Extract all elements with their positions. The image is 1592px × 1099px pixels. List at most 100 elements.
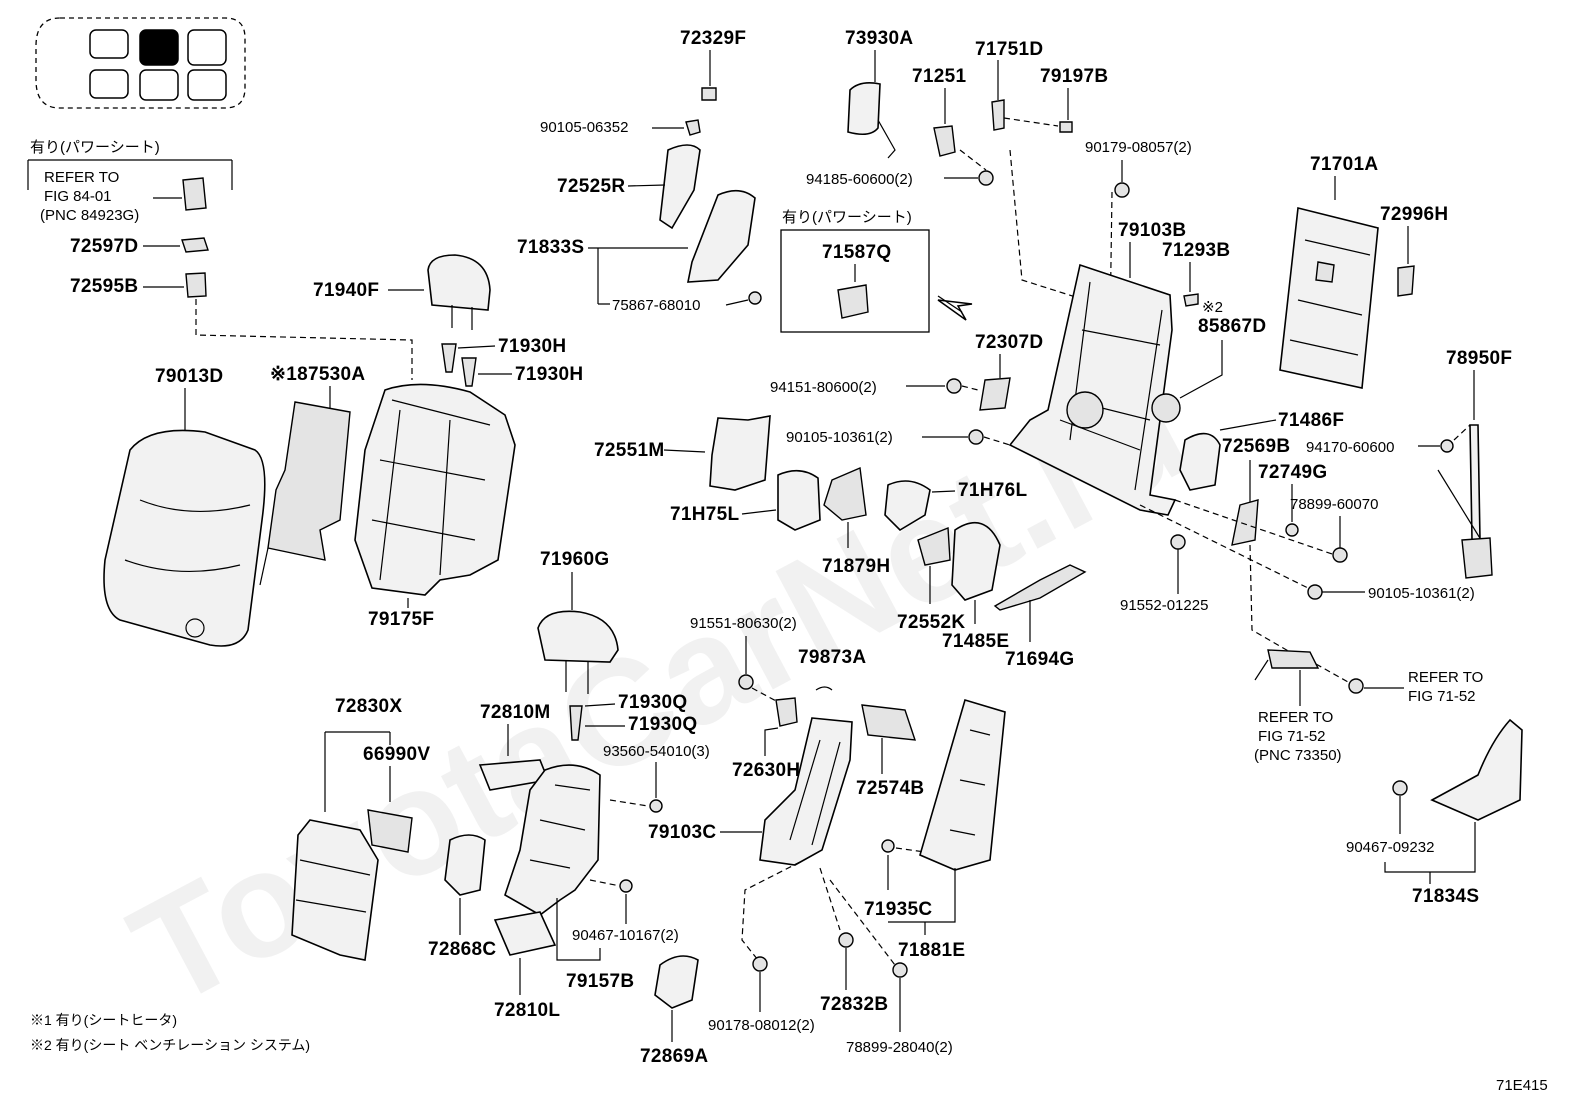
- label-71694G: 71694G: [1005, 649, 1074, 670]
- clip-71751D: [991, 99, 1005, 131]
- power-seat-box-center: 有り(パワーシート) 71587Q: [780, 209, 930, 333]
- label-72830X: 72830X: [335, 696, 402, 717]
- label-72810M: 72810M: [480, 702, 550, 723]
- guide-71930Q: [569, 705, 583, 741]
- cover-72830X: [291, 819, 379, 961]
- label-71834S: 71834S: [1412, 886, 1479, 907]
- label-75867-68010: 75867-68010: [612, 297, 700, 314]
- label-90467-09232: 90467-09232: [1346, 839, 1434, 856]
- seat-back-frame-79175F: [354, 383, 516, 596]
- refer-bottom-line-1: REFER TO: [1258, 709, 1333, 726]
- label-90105-10361-b: 90105-10361(2): [1368, 585, 1475, 602]
- bolt-90105-06352: [685, 119, 701, 136]
- headrest-71940F: [427, 254, 491, 330]
- label-79175F: 79175F: [368, 609, 434, 630]
- label-79197B: 79197B: [1040, 66, 1108, 87]
- label-72597D: 72597D: [70, 236, 138, 257]
- airbag-73930A: [847, 82, 896, 159]
- label-71930H-a: 71930H: [498, 336, 566, 357]
- label-71486F: 71486F: [1278, 410, 1344, 431]
- mark-2: ※2: [1202, 299, 1223, 316]
- label-78899-60070: 78899-60070: [1290, 496, 1378, 513]
- cover-72868C: [444, 834, 486, 896]
- label-72569B: 72569B: [1222, 436, 1290, 457]
- cover-71834S: [1430, 718, 1523, 821]
- label-71930Q-a: 71930Q: [618, 692, 687, 713]
- bracket-72630H: [775, 697, 798, 727]
- refer-right-line-1: REFER TO: [1408, 669, 1483, 686]
- label-94185-60600: 94185-60600(2): [806, 171, 913, 188]
- armrest-frame-79103C: [759, 717, 853, 866]
- label-79873A: 79873A: [798, 647, 866, 668]
- seat-cover-79013D: [103, 429, 266, 647]
- label-73930A: 73930A: [845, 28, 913, 49]
- label-72552K: 72552K: [897, 612, 965, 633]
- label-71701A: 71701A: [1310, 154, 1378, 175]
- back-board-71701A: [1279, 207, 1379, 389]
- refer-right-line-2: FIG 71-52: [1408, 688, 1476, 705]
- label-78899-28040: 78899-28040(2): [846, 1039, 953, 1056]
- cover-72551M: [709, 415, 771, 491]
- label-71587Q: 71587Q: [822, 242, 891, 263]
- label-72307D: 72307D: [975, 332, 1043, 353]
- label-71930H-b: 71930H: [515, 364, 583, 385]
- label-71H76L: 71H76L: [958, 480, 1027, 501]
- label-71H75L: 71H75L: [670, 504, 739, 525]
- label-93560-54010: 93560-54010(3): [603, 743, 710, 760]
- cover-72525R: [659, 144, 701, 230]
- pad-66990V: [367, 809, 413, 853]
- label-71940F: 71940F: [313, 280, 379, 301]
- label-90178-08012: 90178-08012(2): [708, 1017, 815, 1034]
- headrest-71960G: [537, 610, 619, 694]
- cover-71833S: [687, 189, 762, 305]
- label-87530A: ※187530A: [270, 364, 365, 385]
- label-91551-80630: 91551-80630(2): [690, 615, 797, 632]
- switch-72595B: [185, 272, 207, 298]
- label-79013D: 79013D: [155, 366, 223, 387]
- refer-line-2: FIG 84-01: [44, 188, 112, 205]
- label-72595B: 72595B: [70, 276, 138, 297]
- label-72832B: 72832B: [820, 994, 888, 1015]
- label-71881E: 71881E: [898, 940, 965, 961]
- cover-71485E: [951, 521, 1001, 601]
- label-94170-60600: 94170-60600: [1306, 439, 1394, 456]
- refer-bottom-line-3: (PNC 73350): [1254, 747, 1342, 764]
- label-71960G: 71960G: [540, 549, 609, 570]
- label-78950F: 78950F: [1446, 348, 1512, 369]
- refer-line-3: (PNC 84923G): [40, 207, 139, 224]
- label-72574B: 72574B: [856, 778, 924, 799]
- label-72525R: 72525R: [557, 176, 625, 197]
- label-91552-01225: 91552-01225: [1120, 597, 1208, 614]
- trim-71694G: [993, 564, 1087, 611]
- harness-73350: [1254, 649, 1320, 681]
- label-66990V: 66990V: [363, 744, 430, 765]
- pad-72574B: [861, 704, 917, 741]
- heater-pad-87530A: [259, 401, 351, 586]
- label-90467-10167: 90467-10167(2): [572, 927, 679, 944]
- label-72810L: 72810L: [494, 1000, 560, 1021]
- belt-78950F: [1437, 424, 1493, 579]
- power-seat-refer-box: 有り(パワーシート) REFER TO FIG 84-01 (PNC 84923…: [27, 139, 233, 224]
- power-seat-label-left: 有り(パワーシート): [30, 139, 160, 156]
- panel-71881E: [919, 699, 1006, 871]
- label-71833S: 71833S: [517, 237, 584, 258]
- refer-line-1: REFER TO: [44, 169, 119, 186]
- cover-71879H: [823, 466, 867, 521]
- label-72869A: 72869A: [640, 1046, 708, 1067]
- label-72749G: 72749G: [1258, 462, 1327, 483]
- guide-71930H: [441, 343, 477, 387]
- footnote-1: ※1 有り(シートヒータ): [30, 1012, 177, 1028]
- label-90105-06352: 90105-06352: [540, 119, 628, 136]
- label-71935C: 71935C: [864, 899, 932, 920]
- seat-position-locator-icon: [35, 17, 246, 109]
- clip-72597D: [181, 237, 209, 253]
- footnote-2: ※2 有り(シート ベンチレーション システム): [30, 1037, 310, 1053]
- label-90179-08057: 90179-08057(2): [1085, 139, 1192, 156]
- power-seat-label-center: 有り(パワーシート): [782, 209, 912, 226]
- label-79157B: 79157B: [566, 971, 634, 992]
- seat-frame-79103B: [1008, 263, 1177, 516]
- label-85867D: 85867D: [1198, 316, 1266, 337]
- cover-71H76L: [884, 480, 931, 532]
- label-94151-80600: 94151-80600(2): [770, 379, 877, 396]
